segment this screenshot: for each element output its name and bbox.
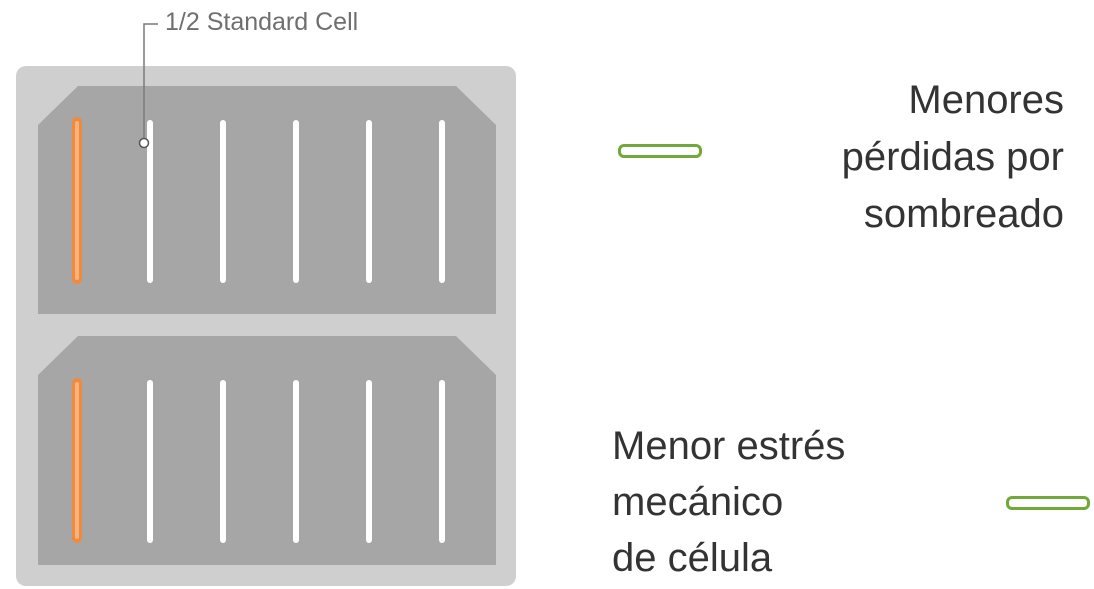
busbar bbox=[366, 120, 372, 283]
busbar-highlighted-core bbox=[75, 382, 79, 539]
busbar bbox=[439, 380, 445, 543]
benefit-line: Menor estrés bbox=[612, 424, 846, 468]
busbar-highlighted-core bbox=[75, 121, 79, 280]
busbar bbox=[147, 380, 153, 543]
half-cell-outline-icon bbox=[618, 144, 702, 158]
benefit-shading-text: Menores pérdidas por sombreado bbox=[744, 72, 1064, 243]
busbar bbox=[293, 380, 299, 543]
busbar-highlighted bbox=[72, 378, 82, 543]
callout-dot bbox=[138, 137, 150, 149]
busbar bbox=[293, 120, 299, 283]
busbar bbox=[366, 380, 372, 543]
benefit-stress-text: Menor estrés mecánico de célula bbox=[612, 418, 992, 586]
top-busbars bbox=[72, 117, 445, 284]
bottom-busbars bbox=[72, 378, 445, 543]
benefit-line: Menores bbox=[908, 78, 1064, 122]
busbar bbox=[147, 120, 153, 283]
busbar-highlighted bbox=[72, 117, 82, 284]
busbar bbox=[220, 120, 226, 283]
busbar bbox=[220, 380, 226, 543]
top-half-cell bbox=[38, 86, 496, 314]
benefit-line: mecánico bbox=[612, 480, 784, 524]
half-cell-callout-label: 1/2 Standard Cell bbox=[165, 8, 359, 36]
benefit-line: de célula bbox=[612, 536, 773, 580]
busbar bbox=[439, 120, 445, 283]
callout-leader bbox=[138, 23, 158, 149]
benefit-line: pérdidas por bbox=[841, 135, 1064, 179]
half-cell-outline-icon bbox=[1006, 496, 1090, 510]
benefit-line: sombreado bbox=[863, 192, 1064, 236]
bottom-half-cell bbox=[38, 336, 496, 565]
